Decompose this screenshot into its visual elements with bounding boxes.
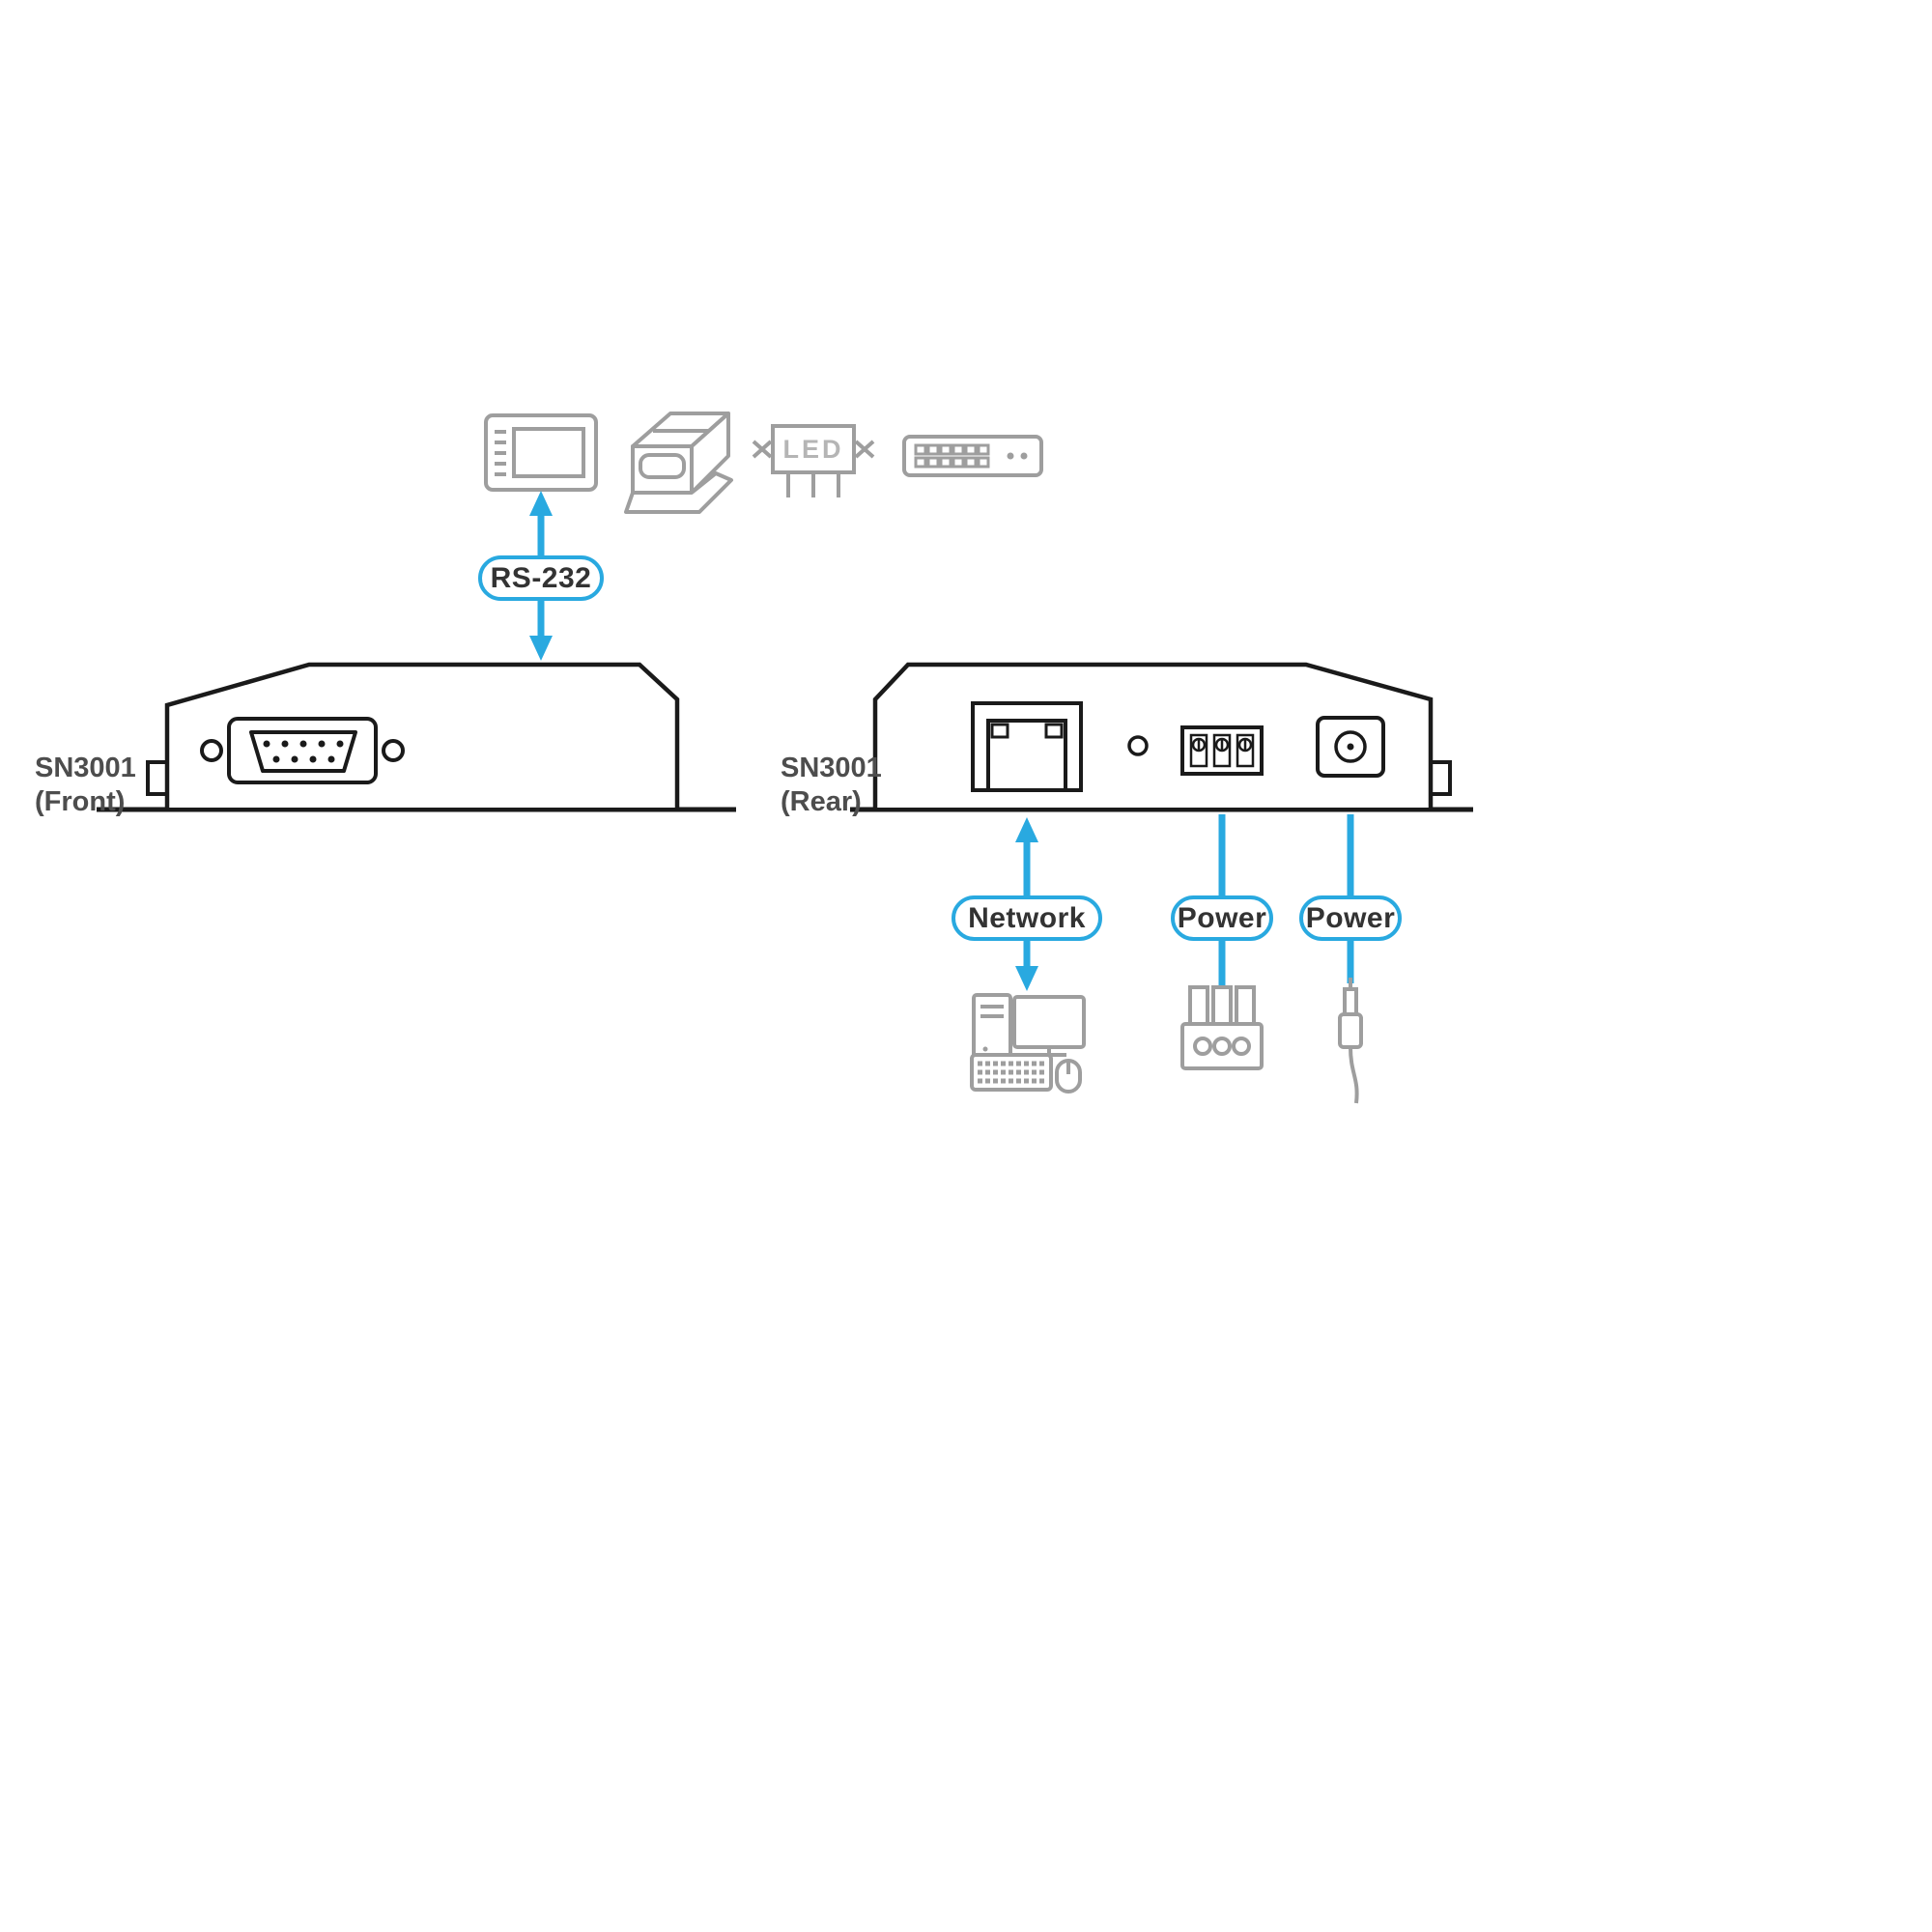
computer-icon bbox=[970, 993, 1086, 1094]
terminal-block-port bbox=[1180, 725, 1264, 776]
terminal-block-plug-icon bbox=[1180, 985, 1264, 1070]
sn3001-rear-device bbox=[850, 662, 1473, 812]
serial-device-icon bbox=[902, 435, 1043, 477]
network-label-pill: Network bbox=[952, 895, 1102, 941]
rear-device-name: SN3001 bbox=[781, 753, 882, 783]
db9-screw-right bbox=[382, 739, 405, 762]
sn3001-front-device bbox=[97, 662, 736, 812]
dc-power-plug-icon bbox=[1338, 978, 1363, 1104]
rj45-lan-port bbox=[971, 701, 1083, 792]
power-dc-label-text: Power bbox=[1305, 901, 1396, 934]
network-label-text: Network bbox=[968, 901, 1086, 934]
rear-device-view: (Rear) bbox=[781, 786, 862, 818]
db9-serial-port bbox=[200, 717, 405, 784]
power-terminal-label-pill: Power bbox=[1171, 895, 1273, 941]
led-display-icon: LED bbox=[752, 424, 875, 497]
rs232-label-pill: RS-232 bbox=[478, 555, 604, 601]
power-terminal-label-text: Power bbox=[1177, 901, 1267, 934]
dc-power-jack bbox=[1316, 716, 1385, 778]
front-mount-tab bbox=[146, 760, 169, 796]
front-device-name: SN3001 bbox=[35, 753, 136, 783]
rear-device-label: SN3001 (Rear) bbox=[781, 752, 882, 820]
status-led-hole bbox=[1127, 735, 1149, 756]
barcode-printer-icon bbox=[624, 412, 733, 514]
led-text: LED bbox=[783, 435, 844, 464]
power-dc-label-pill: Power bbox=[1299, 895, 1402, 941]
front-device-view: (Front) bbox=[35, 786, 126, 818]
front-device-label: SN3001 (Front) bbox=[35, 752, 136, 820]
db9-screw-left bbox=[200, 739, 223, 762]
rs232-label-text: RS-232 bbox=[490, 561, 592, 594]
hmi-display-icon bbox=[484, 413, 598, 492]
rear-mount-tab bbox=[1429, 760, 1452, 796]
